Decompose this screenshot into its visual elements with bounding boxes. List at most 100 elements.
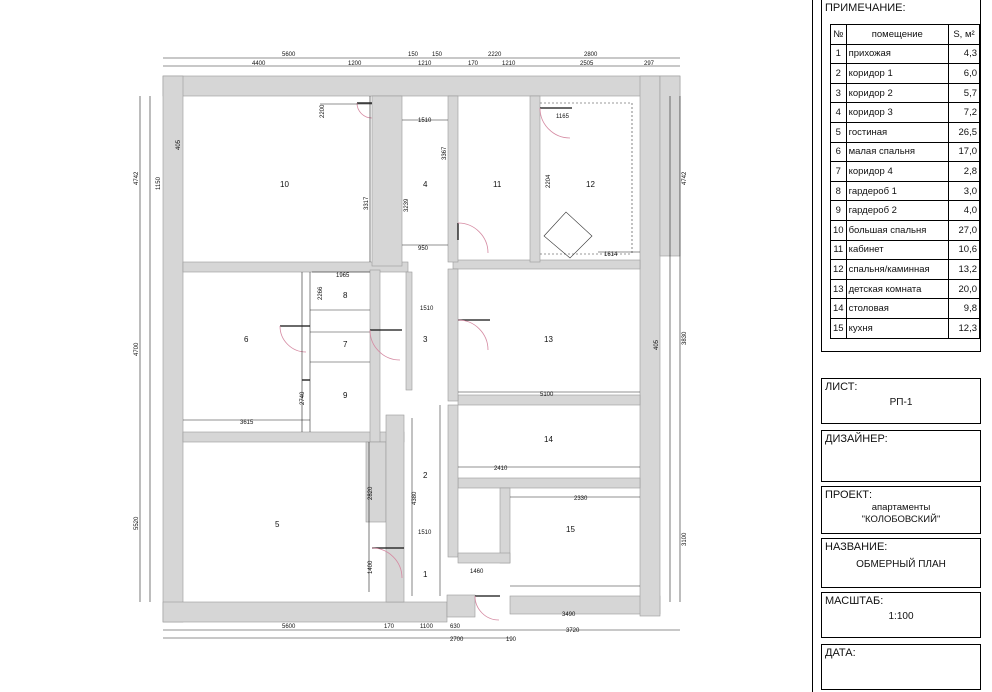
room-area: 3,0 bbox=[948, 180, 980, 202]
dim-left-2: 5520 bbox=[134, 516, 140, 530]
dim-bottom-7: 3720 bbox=[566, 628, 580, 634]
sheet-label: ЛИСТ: bbox=[825, 381, 858, 393]
dim-int-9: 950 bbox=[418, 246, 429, 252]
room-area: 6,0 bbox=[948, 63, 980, 84]
room-label-13: 13 bbox=[544, 335, 553, 344]
dim-left-0: 4742 bbox=[134, 171, 140, 185]
dim-top-1: 4400 bbox=[252, 61, 266, 67]
wall-v-6 bbox=[529, 95, 541, 263]
sheet-panel: ЛИСТ: РП-1 bbox=[821, 378, 981, 424]
room-number: 1 bbox=[830, 43, 847, 65]
room-label-2: 2 bbox=[423, 471, 428, 480]
room-area: 13,2 bbox=[948, 259, 980, 280]
dim-int-2: 2200 bbox=[320, 104, 326, 118]
col-number: № bbox=[830, 24, 847, 45]
room-area: 27,0 bbox=[948, 219, 980, 241]
room-label-4: 4 bbox=[423, 180, 428, 189]
room-label-15: 15 bbox=[566, 525, 575, 534]
dim-bottom-5: 190 bbox=[506, 637, 517, 643]
wall-v-11 bbox=[446, 594, 476, 618]
dim-bottom-2: 1100 bbox=[420, 624, 434, 630]
wall-h-1 bbox=[182, 261, 409, 273]
dim-int-10: 1965 bbox=[336, 273, 350, 279]
room-name: коридор 1 bbox=[845, 63, 950, 84]
wall-v-10 bbox=[457, 552, 511, 564]
room-name: малая спальня bbox=[845, 141, 950, 163]
room-label-1: 1 bbox=[423, 570, 428, 579]
room-label-5: 5 bbox=[275, 520, 280, 529]
dim-int-12: 5100 bbox=[540, 392, 554, 398]
room-label-14: 14 bbox=[544, 435, 553, 444]
dim-top-2: 1200 bbox=[348, 61, 362, 67]
dim-bottom-1: 170 bbox=[384, 624, 395, 630]
dim-int-8: 1614 bbox=[604, 252, 618, 258]
dim-right-1: 3830 bbox=[682, 331, 688, 345]
room-label-7: 7 bbox=[343, 340, 348, 349]
room-area: 12,3 bbox=[948, 317, 980, 339]
dim-int-0: 405 bbox=[176, 139, 182, 150]
date-label: ДАТА: bbox=[825, 647, 856, 659]
room-area: 17,0 bbox=[948, 141, 980, 163]
col-room: помещение bbox=[845, 24, 950, 45]
room-label-6: 6 bbox=[244, 335, 249, 344]
dim-bottom-3: 630 bbox=[450, 624, 461, 630]
project-line-2: "КОЛОБОВСКИЙ" bbox=[861, 514, 941, 525]
dim-int-14: 2330 bbox=[574, 496, 588, 502]
wall-v-7 bbox=[447, 268, 459, 402]
dim-int-17: 2820 bbox=[368, 486, 374, 500]
dim-int-21: 3367 bbox=[442, 146, 448, 160]
dim-bottom-6: 3490 bbox=[562, 612, 576, 618]
dim-int-23: 1510 bbox=[420, 306, 434, 312]
dim-int-18: 2740 bbox=[300, 391, 306, 405]
room-name: кухня bbox=[845, 317, 950, 339]
room-number: 12 bbox=[830, 259, 847, 280]
wall-v-1 bbox=[371, 95, 403, 267]
dim-top-3: 150 bbox=[408, 52, 419, 58]
room-number: 14 bbox=[830, 298, 847, 319]
floor-plan: 5600 4400 1200 150 150 1210 2220 170 121… bbox=[134, 52, 688, 643]
project-label: ПРОЕКТ: bbox=[825, 489, 873, 501]
scale-label: МАСШТАБ: bbox=[825, 595, 884, 607]
project-line-1: апартаменты bbox=[871, 502, 931, 513]
dim-int-6: 1165 bbox=[556, 114, 570, 120]
drawing-name-panel: НАЗВАНИЕ: ОБМЕРНЫЙ ПЛАН bbox=[821, 538, 981, 588]
designer-label: ДИЗАЙНЕР: bbox=[825, 433, 888, 445]
room-name: гардероб 2 bbox=[845, 200, 950, 221]
dim-int-1: 1150 bbox=[156, 176, 162, 190]
room-label-10: 10 bbox=[280, 180, 289, 189]
room-name: прихожая bbox=[845, 43, 950, 65]
room-number: 15 bbox=[830, 317, 847, 339]
room-area: 9,8 bbox=[948, 298, 980, 319]
col-area: S, м² bbox=[948, 24, 980, 45]
room-name: коридор 4 bbox=[845, 161, 950, 182]
room-number: 9 bbox=[830, 200, 847, 221]
room-name: столовая bbox=[845, 298, 950, 319]
room-area: 4,0 bbox=[948, 200, 980, 221]
project-panel: ПРОЕКТ: апартаменты "КОЛОБОВСКИЙ" bbox=[821, 486, 981, 534]
room-name: гардероб 1 bbox=[845, 180, 950, 202]
dim-bottom-4: 2700 bbox=[450, 637, 464, 643]
scale-value: 1:100 bbox=[888, 611, 914, 622]
wall-v-2 bbox=[369, 269, 381, 443]
room-name: коридор 3 bbox=[845, 102, 950, 123]
room-name: гостиная bbox=[845, 121, 950, 143]
wall-h-2 bbox=[452, 259, 641, 270]
outer-wall-bottom-left bbox=[162, 601, 448, 623]
room-area: 26,5 bbox=[948, 121, 980, 143]
walls bbox=[162, 75, 681, 623]
dim-left-1: 4700 bbox=[134, 342, 140, 356]
room-label-8: 8 bbox=[343, 291, 348, 300]
room-area: 10,6 bbox=[948, 239, 980, 261]
